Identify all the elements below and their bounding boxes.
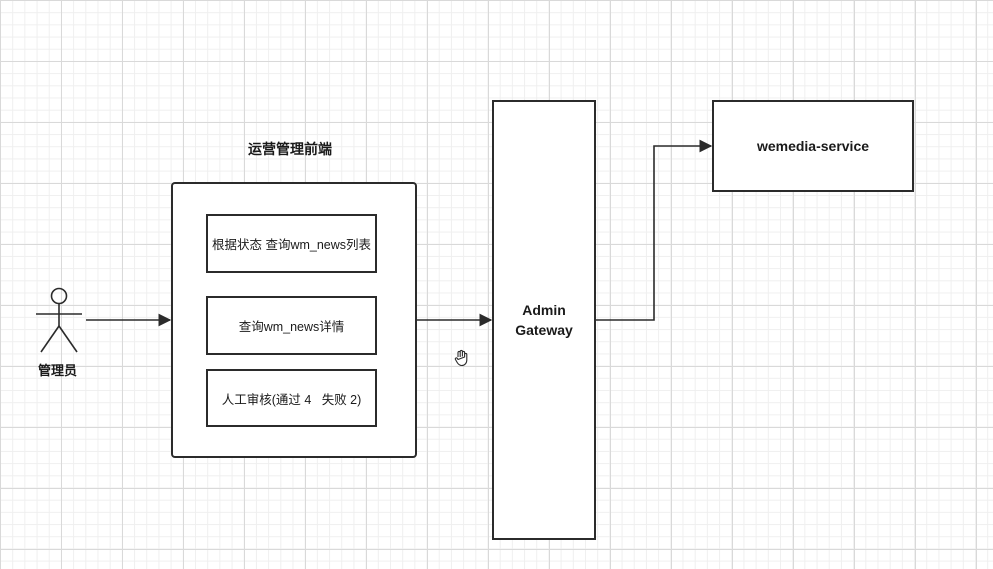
gateway-label-line1: Admin: [522, 302, 566, 318]
frontend-item-label: 查询wm_news详情: [238, 320, 345, 334]
actor-label: 管理员: [38, 363, 78, 378]
actor-leg-left: [40, 325, 60, 353]
hand-cursor-icon: [454, 349, 468, 367]
frontend-item-label: 根据状态 查询wm_news列表: [211, 238, 372, 252]
service-label: wemedia-service: [756, 138, 870, 154]
arrow-gateway-to-service: [596, 139, 713, 321]
admin-gateway-box: Admin Gateway: [492, 100, 596, 540]
actor-figure: [36, 287, 82, 353]
frontend-item-detail: 查询wm_news详情: [206, 296, 377, 355]
frontend-item-label: 人工审核(通过 4 失败 2): [221, 392, 362, 407]
frontend-title: 运营管理前端: [248, 141, 332, 157]
frontend-item-manual-review: 人工审核(通过 4 失败 2): [206, 369, 377, 427]
frontend-item-list-by-status: 根据状态 查询wm_news列表: [206, 214, 377, 273]
actor-leg-right: [58, 325, 78, 353]
gateway-label-line2: Gateway: [515, 322, 573, 338]
actor-head: [50, 287, 68, 305]
wemedia-service-box: wemedia-service: [712, 100, 914, 192]
